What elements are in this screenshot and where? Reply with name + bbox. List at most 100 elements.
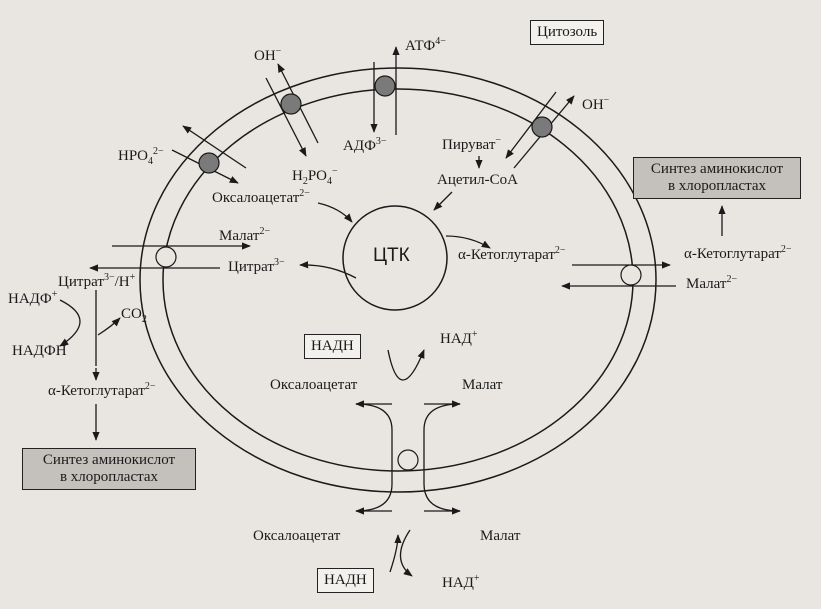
- transporter-shuttle: [397, 449, 419, 471]
- adf-text: АДФ: [343, 138, 376, 154]
- oh-right-text: OH: [582, 97, 604, 113]
- nad-bottom-text: НАД: [442, 575, 474, 591]
- co2-sub: 2: [141, 314, 147, 325]
- ketoglutarate-left-charge: 2−: [144, 381, 156, 392]
- hpo4-charge: 2−: [153, 146, 164, 157]
- hpo4-out-arrow: [182, 125, 247, 169]
- synth-right-box: Синтез аминокислот в хлоропластах: [633, 157, 801, 199]
- malate-inner-charge: 2−: [259, 226, 271, 237]
- malate-outer-right-text: Малат: [686, 276, 727, 292]
- citrate-outer-suffix-charge: +: [129, 272, 136, 283]
- hpo4-sub: 4: [148, 156, 154, 167]
- oxaloacetate-inner-text: Оксалоацетат: [212, 190, 300, 206]
- cycle-to-citrate-arrow: [299, 261, 357, 279]
- nadh-mid-box: НАДН: [304, 334, 361, 359]
- co2-curve: [97, 317, 121, 336]
- nad-mid-text: НАД: [440, 331, 472, 347]
- synth-right-line1: Синтез аминокислот: [650, 161, 784, 177]
- co2-text: CO: [121, 306, 142, 322]
- malate-outer-right-charge: 2−: [726, 274, 738, 285]
- transporter-pyruvate: [531, 116, 553, 138]
- h2po4-label: H2PO4−: [292, 166, 338, 187]
- synth-left-line1: Синтез аминокислот: [42, 452, 176, 468]
- adf-charge: 3−: [375, 136, 387, 147]
- tca-cycle-label: ЦТК: [373, 245, 410, 266]
- oh-left-text: OH: [254, 48, 276, 64]
- h2po4-charge: −: [332, 166, 338, 177]
- synth-right-line2: в хлоропластах: [667, 178, 767, 194]
- h2po4-in-arrow: [265, 77, 307, 157]
- transporter-hpo4: [198, 152, 220, 174]
- oxaloacetate-inner-label: Оксалоацетат2−: [212, 188, 310, 207]
- transporter-atf-adf: [374, 75, 396, 97]
- h2po4-h: H: [292, 168, 303, 184]
- hpo4-label: HPO42−: [118, 146, 164, 167]
- ketoglutarate-outer-text: α-Кетоглутарат: [684, 246, 781, 262]
- nad-bottom-label: НАД+: [442, 573, 480, 592]
- ketoglutarate-outer-charge: 2−: [780, 244, 792, 255]
- nadh-nad-matrix-curve: [387, 349, 425, 381]
- tca-cycle-circle: [342, 205, 448, 311]
- citrate-inner-text: Цитрат: [228, 259, 274, 275]
- nad-bottom-charge: +: [473, 573, 480, 584]
- transporter-malate-citrate: [155, 246, 177, 268]
- citrate-outer-suffix: /H: [114, 274, 130, 290]
- malate-inner-label: Малат2−: [219, 226, 271, 245]
- citrate-outer-text: Цитрат: [58, 274, 104, 290]
- oxaloacetate-to-cycle-arrow: [317, 202, 353, 223]
- atf-label: АТФ4−: [405, 36, 446, 55]
- nadh-nad-cytosol-curve-up: [389, 534, 402, 573]
- h2po4-sub2: 4: [327, 176, 333, 187]
- ketoglutarate-inner-charge: 2−: [554, 245, 566, 256]
- nadf-curve: [59, 299, 81, 347]
- co2-label: CO2: [121, 306, 147, 325]
- oh-label-left: OH−: [254, 46, 282, 65]
- nad-mid-label: НАД+: [440, 330, 478, 348]
- citrate-inner-label: Цитрат3−: [228, 257, 285, 276]
- adf-label: АДФ3−: [343, 136, 387, 155]
- outer-membrane: [139, 67, 657, 493]
- pyruvate-charge: −: [495, 135, 502, 146]
- nadh-nad-cytosol-curve: [399, 529, 413, 577]
- acetyl-to-cycle-arrow: [433, 191, 453, 211]
- oxaloacetate-inner-charge: 2−: [299, 188, 310, 199]
- ketoglutarate-left-label: α-Кетоглутарат2−: [48, 381, 156, 400]
- nadfh-label: НАДФН: [12, 343, 67, 359]
- pyruvate-label: Пируват−: [442, 135, 502, 154]
- h2po4-sub1: 2: [302, 176, 308, 187]
- hpo4-text: HPO: [118, 148, 149, 164]
- nadf-charge: +: [51, 289, 58, 300]
- ketoglutarate-inner-label: α-Кетоглутарат2−: [458, 245, 566, 264]
- atf-charge: 4−: [435, 36, 446, 47]
- citrate-inner-charge: 3−: [273, 257, 285, 268]
- citrate-outer-charge: 3−: [103, 272, 115, 283]
- oh-right-charge: −: [603, 95, 610, 106]
- pyruvate-in-arrow: [505, 91, 557, 159]
- malate-inner-text: Малат: [219, 228, 260, 244]
- oh-left-charge: −: [275, 46, 282, 57]
- inner-membrane: [162, 88, 634, 472]
- cycle-to-ketoglutarate-arrow: [445, 235, 491, 249]
- pyruvate-text: Пируват: [442, 137, 496, 153]
- oxaloacetate-mid-label: Оксалоацетат: [270, 377, 358, 393]
- malate-mid-label: Малат: [462, 377, 503, 393]
- transporter-ketoglutarate-malate: [620, 264, 642, 286]
- h2po4-po: PO: [307, 168, 328, 184]
- malate-outer-right-label: Малат2−: [686, 274, 738, 293]
- oxaloacetate-bottom-label: Оксалоацетат: [253, 528, 341, 544]
- transporter-oh-phosphate: [280, 93, 302, 115]
- atf-text: АТФ: [405, 38, 436, 54]
- shuttle-channel-left: [355, 403, 393, 512]
- cytosol-label: Цитозоль: [530, 20, 605, 45]
- ketoglutarate-inner-text: α-Кетоглутарат: [458, 247, 555, 263]
- nadh-bottom-box: НАДН: [317, 568, 374, 593]
- oh-label-right: OH−: [582, 95, 610, 114]
- acetyl-coa-label: Ацетил-CoA: [437, 172, 518, 188]
- synth-left-line2: в хлоропластах: [59, 469, 159, 485]
- nadf-text: НАДФ: [8, 291, 52, 307]
- citrate-outer-label: Цитрат3−/H+: [58, 272, 136, 291]
- shuttle-channel-right: [423, 403, 461, 512]
- malate-bottom-label: Малат: [480, 528, 521, 544]
